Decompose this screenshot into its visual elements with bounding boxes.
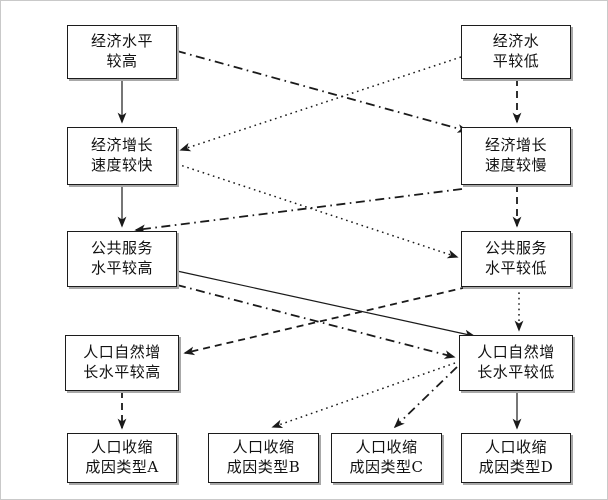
edge-service-low-to-natgrowth-high [183, 286, 468, 356]
node-label: 公共服务 [90, 239, 153, 258]
node-econ-high: 经济水平 较高 [67, 25, 177, 79]
edge-service-high-to-natgrowth-low [176, 270, 476, 339]
node-label: 经济增长 [90, 136, 153, 155]
node-service-high: 公共服务 水平较高 [67, 231, 177, 287]
edge-growth-fast-to-service-low [176, 163, 459, 259]
node-label: 长水平较高 [83, 363, 161, 381]
node-label: 水平较高 [90, 259, 153, 277]
node-type-b: 人口收缩 成因类型B [208, 433, 319, 483]
node-natgrowth-high: 人口自然增 长水平较高 [65, 335, 179, 391]
node-label: 速度较慢 [484, 156, 547, 174]
node-econ-low: 经济水 平较低 [461, 25, 571, 79]
node-label: 人口收缩 [232, 438, 295, 457]
node-label: 经济水 [492, 32, 540, 51]
node-label: 长水平较低 [477, 363, 555, 381]
node-label: 速度较快 [90, 156, 153, 174]
node-type-d: 人口收缩 成因类型D [461, 433, 571, 483]
edge-growth-slow-to-service-high [134, 188, 463, 234]
node-label: 人口自然增 [477, 343, 555, 362]
node-growth-fast: 经济增长 速度较快 [67, 127, 177, 185]
node-type-c: 人口收缩 成因类型C [331, 433, 442, 483]
node-service-low: 公共服务 水平较低 [461, 231, 571, 287]
node-label: 公共服务 [484, 239, 547, 258]
node-label: 水平较低 [484, 259, 547, 277]
node-label: 成因类型A [85, 458, 159, 476]
node-growth-slow: 经济增长 速度较慢 [461, 127, 571, 185]
node-natgrowth-low: 人口自然增 长水平较低 [459, 335, 573, 391]
edge-econ-low-to-growth-fast [179, 56, 462, 152]
edge-service-high-to-natgrowth-low [176, 284, 456, 359]
node-label: 成因类型B [226, 458, 301, 476]
node-label: 人口自然增 [83, 343, 161, 362]
node-label: 经济水平 [90, 32, 153, 51]
node-label: 平较低 [492, 52, 540, 70]
node-label: 人口收缩 [355, 438, 418, 457]
edge-natgrowth-low-to-type-c [393, 366, 458, 429]
node-label: 成因类型D [478, 458, 554, 476]
node-label: 人口收缩 [90, 438, 153, 457]
node-type-a: 人口收缩 成因类型A [67, 433, 177, 483]
node-label: 成因类型C [349, 458, 424, 476]
node-label: 经济增长 [484, 136, 547, 155]
edge-econ-high-to-growth-slow [176, 50, 469, 133]
node-label: 人口收缩 [484, 438, 547, 457]
node-label: 较高 [106, 52, 138, 70]
